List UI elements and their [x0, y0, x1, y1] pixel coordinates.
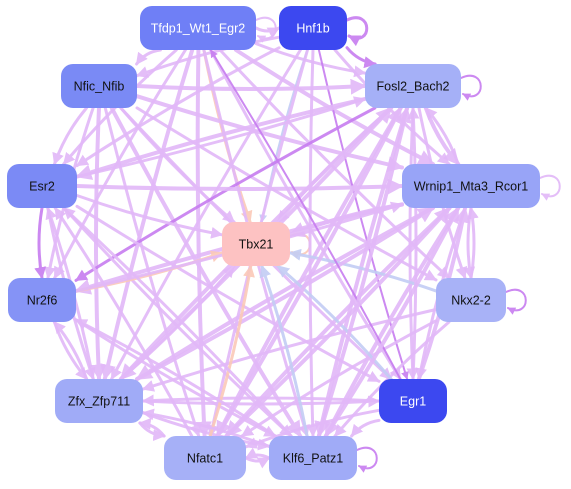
- node-wrnip1[interactable]: Wrnip1_Mta3_Rcor1: [402, 164, 540, 208]
- edge-hnf1b-to-hnf1b: [345, 16, 369, 47]
- node-box[interactable]: [436, 278, 506, 322]
- node-box[interactable]: [164, 436, 246, 480]
- edge-fosl2-to-esr2: [75, 96, 367, 180]
- node-box[interactable]: [269, 436, 357, 480]
- node-label: Nr2f6: [27, 294, 58, 308]
- node-label: Nfic_Nfib: [74, 80, 125, 94]
- edge-esr2-to-egr1: [75, 204, 381, 383]
- node-box[interactable]: [365, 64, 461, 108]
- edge-egr1-to-klf6: [350, 418, 381, 438]
- edge-klf6-to-nfatc1: [244, 447, 271, 460]
- edge-wrnip1-to-nkx22: [463, 206, 476, 280]
- node-box[interactable]: [8, 278, 76, 322]
- edge-esr2-to-fosl2: [75, 96, 367, 179]
- edge-egr1-to-nfatc1: [244, 408, 381, 449]
- node-label: Tfdp1_Wt1_Egr2: [151, 22, 246, 36]
- node-hnf1b[interactable]: Hnf1b: [279, 6, 347, 50]
- edge-nfatc1-to-klf6: [244, 456, 271, 469]
- edge-nkx22-to-wrnip1: [466, 206, 479, 280]
- node-esr2[interactable]: Esr2: [7, 164, 77, 208]
- node-zfx[interactable]: Zfx_Zfp711: [55, 379, 143, 423]
- edge-nkx22-to-tbx21: [288, 248, 438, 293]
- edge-fosl2-to-klf6: [314, 106, 410, 438]
- node-label: Tbx21: [239, 238, 274, 252]
- edge-tfdp1-to-egr1: [209, 48, 402, 381]
- node-box[interactable]: [7, 164, 77, 208]
- node-tbx21[interactable]: Tbx21: [222, 222, 290, 266]
- edge-nfic-to-fosl2: [135, 78, 367, 95]
- node-nkx22[interactable]: Nkx2-2: [436, 278, 506, 322]
- edge-nkx22-to-nkx22: [505, 288, 527, 315]
- node-box[interactable]: [402, 164, 540, 208]
- edge-zfx-to-wrnip1: [135, 206, 435, 381]
- edge-klf6-to-esr2: [62, 206, 293, 438]
- node-label: Klf6_Patz1: [283, 452, 344, 466]
- edge-klf6-to-nr2f6: [74, 318, 277, 438]
- edge-tfdp1-to-hnf1b: [254, 26, 281, 39]
- edge-nfatc1-to-esr2: [53, 206, 194, 438]
- edge-nfic-to-esr2: [52, 106, 88, 166]
- edge-zfx-to-nr2f6: [52, 320, 89, 381]
- node-box[interactable]: [279, 6, 347, 50]
- node-label: Zfx_Zfp711: [68, 395, 130, 409]
- node-label: Nfatc1: [187, 452, 223, 466]
- node-nfic[interactable]: Nfic_Nfib: [61, 64, 137, 108]
- node-nr2f6[interactable]: Nr2f6: [8, 278, 76, 322]
- edge-esr2-to-nr2f6: [34, 206, 47, 280]
- node-box[interactable]: [61, 64, 137, 108]
- edge-egr1-to-tbx21: [276, 264, 393, 381]
- node-box[interactable]: [222, 222, 290, 266]
- edge-tfdp1-to-zfx: [100, 48, 195, 381]
- node-label: Fosl2_Bach2: [377, 80, 450, 94]
- edge-nfatc1-to-fosl2: [215, 106, 403, 438]
- node-box[interactable]: [140, 6, 256, 50]
- edge-klf6-to-tbx21: [259, 264, 309, 438]
- node-nfatc1[interactable]: Nfatc1: [164, 436, 246, 480]
- edge-tfdp1-to-nfic: [135, 48, 162, 66]
- edge-klf6-to-fosl2: [316, 106, 412, 438]
- edge-hnf1b-to-nfic: [135, 35, 281, 78]
- node-fosl2[interactable]: Fosl2_Bach2: [365, 64, 461, 108]
- edge-fosl2-to-fosl2: [460, 74, 482, 101]
- node-label: Hnf1b: [296, 22, 329, 36]
- edge-klf6-to-zfx: [141, 408, 271, 448]
- edge-egr1-to-tfdp1: [209, 49, 402, 380]
- node-label: Wrnip1_Mta3_Rcor1: [414, 180, 528, 194]
- edge-nfatc1-to-wrnip1: [224, 206, 452, 438]
- node-tfdp1[interactable]: Tfdp1_Wt1_Egr2: [140, 6, 256, 50]
- edge-nfatc1-to-zfx: [138, 417, 166, 438]
- edge-hnf1b-to-klf6: [306, 48, 319, 438]
- node-label: Egr1: [400, 395, 426, 409]
- edge-fosl2-to-nfatc1: [215, 106, 403, 438]
- edge-wrnip1-to-fosl2: [424, 106, 460, 166]
- node-egr1[interactable]: Egr1: [379, 379, 447, 423]
- node-box[interactable]: [379, 379, 447, 423]
- edge-tfdp1-to-nfatc1: [195, 48, 212, 438]
- edge-esr2-to-klf6: [62, 206, 293, 438]
- edge-klf6-to-klf6: [356, 446, 378, 473]
- edge-wrnip1-to-zfx: [135, 206, 435, 381]
- node-box[interactable]: [55, 379, 143, 423]
- edge-hnf1b-to-esr2: [75, 46, 281, 168]
- edge-esr2-to-tbx21: [75, 194, 224, 239]
- node-klf6[interactable]: Klf6_Patz1: [269, 436, 357, 480]
- edge-wrnip1-to-wrnip1: [539, 174, 561, 201]
- edge-nfatc1-to-tbx21: [208, 264, 255, 438]
- edge-hnf1b-to-fosl2: [345, 46, 377, 69]
- edge-klf6-to-wrnip1: [323, 206, 461, 438]
- node-label: Nkx2-2: [451, 294, 491, 308]
- node-label: Esr2: [29, 180, 55, 194]
